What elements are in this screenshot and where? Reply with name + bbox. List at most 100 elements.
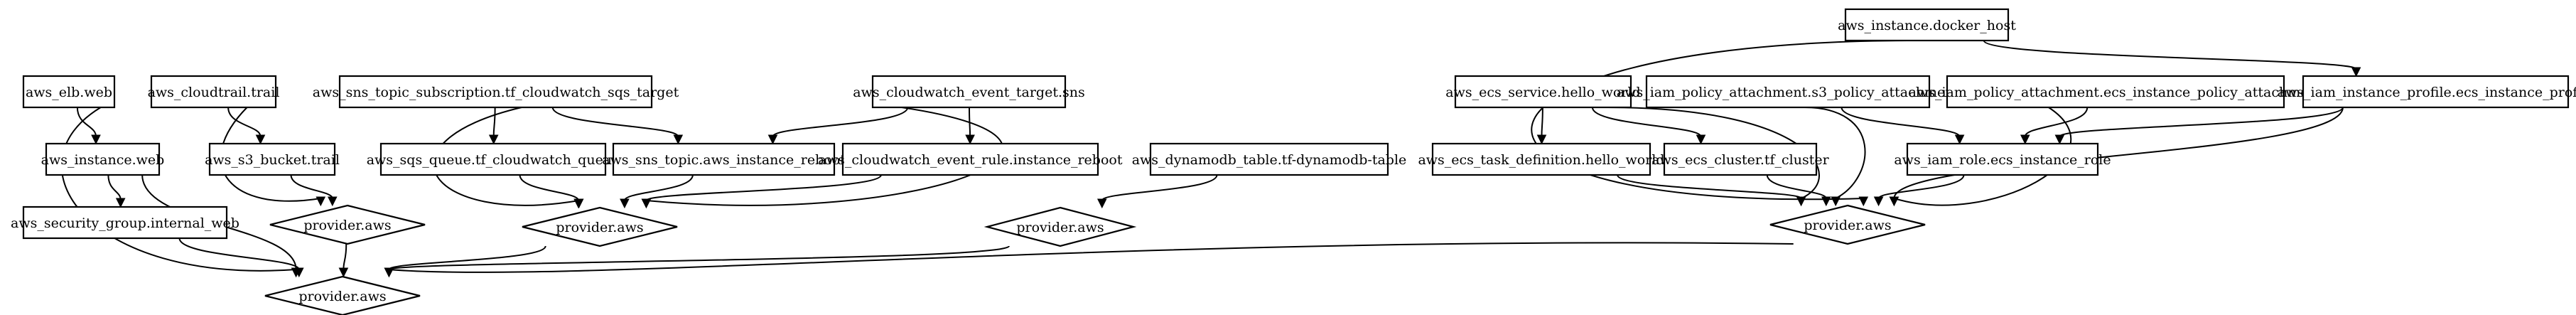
arrowhead-ecs_cluster-to-prov_d — [1821, 196, 1831, 207]
node-sns-sub: aws_sns_topic_subscription.tf_cloudwatch… — [313, 75, 679, 109]
node-cw-target: aws_cloudwatch_event_target.sns — [853, 75, 1085, 109]
box-shape — [612, 142, 836, 176]
box-shape — [208, 142, 336, 176]
edge-sns_topic-to-prov_b — [623, 174, 694, 201]
edge-iam_profile-to-iam_role — [2059, 107, 2344, 137]
edges-layer — [60, 40, 2361, 278]
arrowhead-ecs_service-to-ecs_task — [1536, 134, 1547, 145]
arrowhead-cw_rule-to-prov_b — [641, 198, 652, 209]
node-label: aws_sns_topic_subscription.tf_cloudwatch… — [313, 85, 679, 100]
node-cw-rule: aws_cloudwatch_event_rule.instance_reboo… — [819, 142, 1123, 176]
arrowhead-elb_web-to-inst_web — [91, 134, 101, 145]
node-label: aws_iam_policy_attachment.ecs_instance_p… — [1909, 85, 2323, 100]
arrowhead-iam_profile-to-prov_d — [1889, 196, 1899, 207]
arrowhead-iam_s3-to-prov_d — [1831, 196, 1841, 207]
node-prov-c: provider.aws — [983, 206, 1137, 247]
node-label: aws_sqs_queue.tf_cloudwatch_queue — [367, 152, 620, 168]
edge-cw_target-to-prov_b — [646, 107, 1003, 206]
edge-sns_sub-to-sqs_queue — [492, 107, 496, 137]
node-label: aws_instance.web — [41, 152, 165, 168]
node-label: aws_instance.docker_host — [1838, 18, 2016, 33]
node-ecs-task: aws_ecs_task_definition.hello_world — [1418, 142, 1665, 176]
edge-ecs_cluster-to-prov_d — [1766, 174, 1827, 199]
edge-iam_role-to-prov_d — [1877, 174, 1965, 199]
edge-sqs_queue-to-prov_b — [519, 174, 579, 201]
box-shape — [22, 75, 116, 109]
node-s3-trail: aws_s3_bucket.trail — [205, 142, 340, 176]
box-shape — [22, 205, 228, 240]
edge-elb_web-to-prov_main — [60, 107, 296, 272]
node-dynamo: aws_dynamodb_table.tf-dynamodb-table — [1132, 142, 1406, 176]
box-shape — [1844, 8, 2010, 42]
node-cloudtrail: aws_cloudtrail.trail — [148, 75, 280, 109]
edge-ecs_service-to-ecs_cluster — [1591, 107, 1702, 137]
edge-iam_ecs_att-to-prov_d — [1894, 107, 2071, 206]
node-label: provider.aws — [303, 218, 391, 233]
edge-cw_target-to-cw_rule — [969, 107, 971, 137]
arrowhead-cw_target-to-sns_topic — [767, 134, 778, 145]
arrowhead-prov_a-to-prov_main — [338, 267, 349, 278]
edge-cw_target-to-sns_topic — [772, 107, 909, 137]
box-shape — [1454, 75, 1632, 109]
node-label: aws_ecs_task_definition.hello_world — [1418, 152, 1664, 168]
arrowhead-sns_topic-to-prov_b — [620, 198, 630, 209]
node-label: aws_security_group.internal_web — [11, 215, 239, 231]
box-shape — [841, 142, 1099, 176]
box-shape — [1149, 142, 1389, 176]
node-sns-topic: aws_sns_topic.aws_instance_reboot — [602, 142, 846, 176]
node-label: aws_ecs_service.hello_world — [1445, 85, 1640, 100]
box-shape — [2302, 75, 2570, 109]
diamond-shape — [522, 206, 678, 247]
node-label: aws_iam_policy_attachment.s3_policy_atta… — [1617, 85, 1960, 100]
arrowhead-s3_trail-to-prov_a — [327, 196, 338, 207]
edge-cloudtrail-to-prov_a — [220, 107, 321, 202]
edge-cloudtrail-to-s3_trail — [227, 107, 262, 137]
node-label: aws_cloudtrail.trail — [148, 85, 280, 100]
node-iam-profile: aws_iam_instance_profile.ecs_instance_pr… — [2278, 75, 2576, 109]
diamond-shape — [983, 206, 1137, 247]
edge-sg_web-to-prov_main — [178, 237, 300, 270]
arrowhead-dynamo-to-prov_c — [1096, 198, 1107, 209]
edge-iam_ecs_att-to-iam_role — [2024, 107, 2089, 137]
box-shape — [871, 75, 1067, 109]
node-label: aws_ecs_cluster.tf_cluster — [1651, 152, 1829, 168]
edge-iam_s3-to-prov_d — [1802, 106, 1866, 199]
nodes-layer: aws_elb.web aws_cloudtrail.trail aws_sns_t… — [11, 8, 2576, 315]
box-shape — [338, 75, 653, 109]
diamond-shape — [1769, 204, 1926, 245]
node-label: aws_s3_bucket.trail — [205, 152, 340, 168]
edge-ecs_task-to-prov_d — [1617, 174, 1802, 199]
edge-ecs_service-to-ecs_task — [1541, 107, 1543, 137]
box-shape — [1906, 142, 2099, 176]
node-elb-web: aws_elb.web — [22, 75, 116, 109]
edge-prov_b-to-prov_main — [388, 245, 546, 270]
node-sg-web: aws_security_group.internal_web — [11, 205, 239, 240]
box-shape — [45, 142, 161, 176]
node-iam-s3: aws_iam_policy_attachment.s3_policy_atta… — [1617, 75, 1960, 109]
node-ecs-service: aws_ecs_service.hello_world — [1445, 75, 1641, 109]
edge-dynamo-to-prov_c — [1101, 174, 1218, 201]
node-label: aws_iam_instance_profile.ecs_instance_pr… — [2278, 85, 2576, 100]
node-label: aws_iam_role.ecs_instance_role — [1894, 152, 2111, 168]
box-shape — [379, 142, 607, 176]
box-shape — [1663, 142, 1818, 176]
arrowhead-iam_s3-to-iam_role — [1954, 134, 1965, 145]
arrowhead-docker_host-to-iam_profile — [2351, 67, 2361, 78]
arrowhead-sns_sub-to-sqs_queue — [488, 134, 499, 145]
arrowhead-sg_web-to-prov_main — [293, 267, 304, 278]
arrowhead-ecs_service-to-ecs_cluster — [1696, 134, 1706, 145]
edge-docker_host-to-prov_d — [1531, 40, 1907, 201]
edge-docker_host-to-iam_profile — [1983, 40, 2357, 70]
edge-cw_rule-to-prov_b — [645, 174, 882, 201]
diamond-shape — [269, 204, 426, 245]
node-label: aws_cloudwatch_event_target.sns — [853, 85, 1084, 100]
node-prov-b: provider.aws — [522, 206, 678, 247]
edge-sns_sub-to-sns_topic — [551, 107, 679, 137]
node-label: aws_cloudwatch_event_rule.instance_reboo… — [819, 152, 1123, 168]
arrowhead-iam_ecs_att-to-iam_role — [2020, 134, 2030, 145]
node-ecs-cluster: aws_ecs_cluster.tf_cluster — [1651, 142, 1830, 176]
arrowhead-iam_role-to-prov_d — [1873, 196, 1884, 207]
edge-sns_sub-to-prov_b — [433, 107, 579, 206]
box-shape — [1431, 142, 1651, 176]
